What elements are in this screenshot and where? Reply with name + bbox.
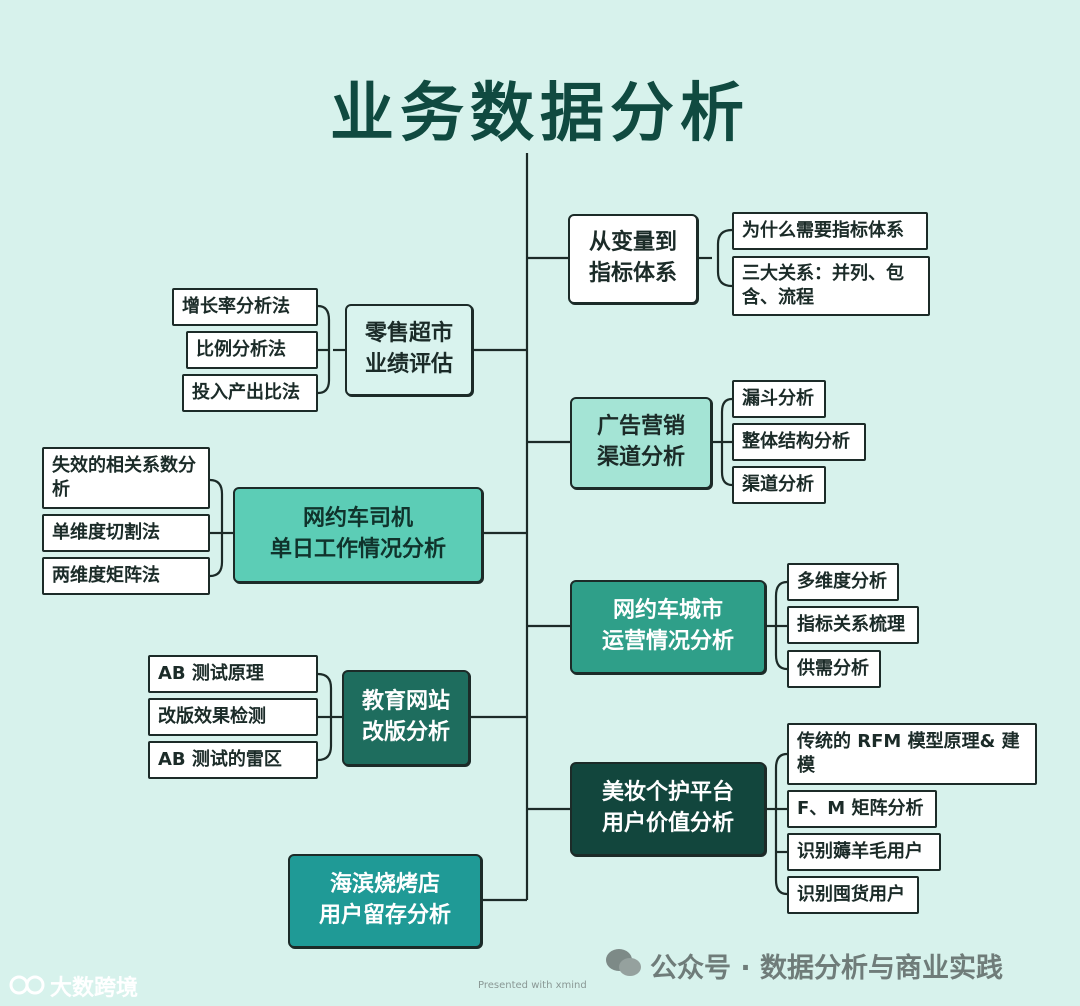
leaf-multi-dimension[interactable]: 多维度分析 [787, 563, 899, 601]
branch-variable-to-metric-system[interactable]: 从变量到指标体系 [568, 214, 698, 304]
branch-education-site-redesign[interactable]: 教育网站改版分析 [342, 670, 470, 766]
leaf-supply-demand[interactable]: 供需分析 [787, 650, 881, 688]
leaf-ratio-analysis[interactable]: 比例分析法 [186, 331, 318, 369]
watermark-right: 公众号 · 数据分析与商业实践 [650, 953, 1004, 984]
branch-ad-channel-analysis[interactable]: 广告营销渠道分析 [570, 397, 712, 489]
watermark-left: 大数跨境 [50, 976, 139, 1001]
branch-beauty-user-value[interactable]: 美妆个护平台用户价值分析 [570, 762, 766, 856]
page-title: 业务数据分析 [330, 77, 750, 151]
leaf-two-dimension-matrix[interactable]: 两维度矩阵法 [42, 557, 210, 595]
leaf-ab-test-principle[interactable]: AB 测试原理 [148, 655, 318, 693]
leaf-three-relations[interactable]: 三大关系：并列、包含、流程 [732, 256, 930, 316]
leaf-ab-test-pitfalls[interactable]: AB 测试的雷区 [148, 741, 318, 779]
leaf-single-dimension-split[interactable]: 单维度切割法 [42, 514, 210, 552]
leaf-fm-matrix[interactable]: F、M 矩阵分析 [787, 790, 937, 828]
branch-retail-performance[interactable]: 零售超市业绩评估 [345, 304, 473, 396]
leaf-input-output[interactable]: 投入产出比法 [182, 374, 318, 412]
wechat-icon [604, 946, 642, 980]
leaf-hoarding-users[interactable]: 识别囤货用户 [787, 876, 919, 914]
credit-text: Presented with xmind [478, 980, 587, 991]
leaf-redesign-effect[interactable]: 改版效果检测 [148, 698, 318, 736]
leaf-freeloader-users[interactable]: 识别薅羊毛用户 [787, 833, 941, 871]
branch-ride-city-operations[interactable]: 网约车城市运营情况分析 [570, 580, 766, 674]
leaf-rfm-model[interactable]: 传统的 RFM 模型原理& 建模 [787, 723, 1037, 785]
leaf-invalid-correlation[interactable]: 失效的相关系数分析 [42, 447, 210, 509]
leaf-growth-rate[interactable]: 增长率分析法 [172, 288, 318, 326]
leaf-why-metric-system[interactable]: 为什么需要指标体系 [732, 212, 928, 250]
leaf-funnel-analysis[interactable]: 漏斗分析 [732, 380, 826, 418]
leaf-metric-relations[interactable]: 指标关系梳理 [787, 606, 919, 644]
branch-bbq-retention[interactable]: 海滨烧烤店用户留存分析 [288, 854, 482, 948]
brand-logo-icon [8, 972, 48, 998]
leaf-channel-analysis[interactable]: 渠道分析 [732, 466, 826, 504]
leaf-structure-analysis[interactable]: 整体结构分析 [732, 423, 866, 461]
branch-ride-driver-analysis[interactable]: 网约车司机单日工作情况分析 [233, 487, 483, 583]
